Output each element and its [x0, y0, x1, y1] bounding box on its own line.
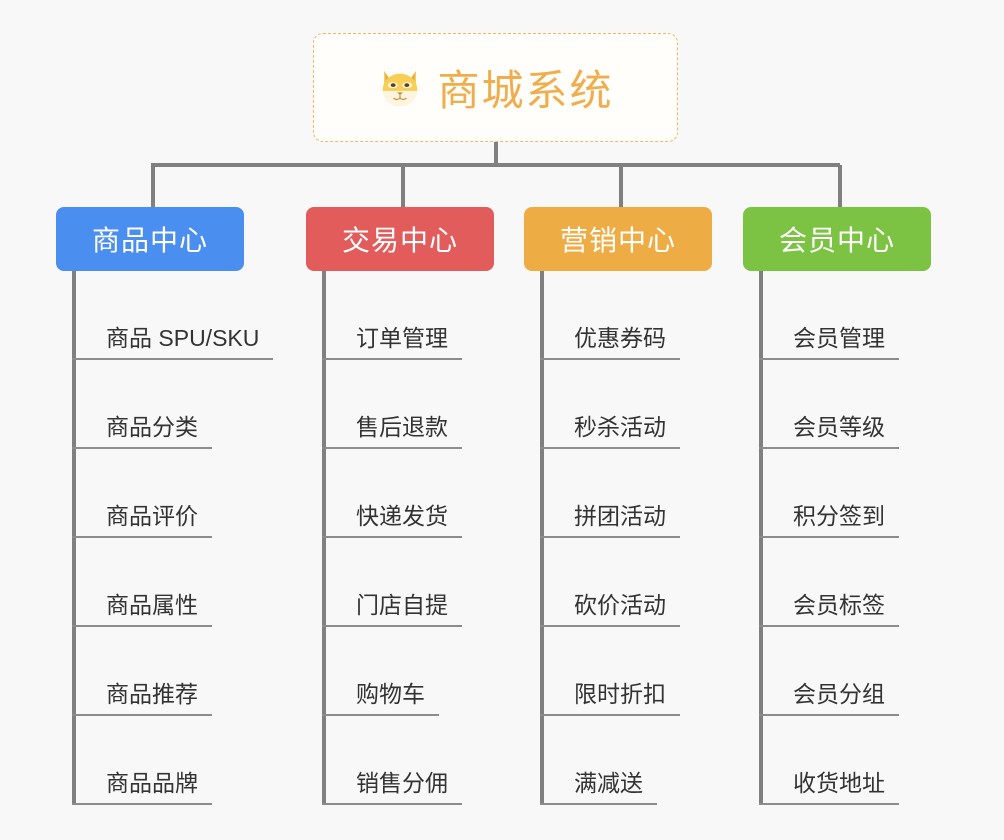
leaf-label: 快递发货 — [322, 502, 462, 538]
leaf-label: 商品品牌 — [72, 769, 212, 805]
branch-spine-connector — [322, 271, 326, 805]
list-item[interactable]: 订单管理 — [322, 271, 462, 360]
leaf-label: 会员管理 — [759, 324, 899, 360]
branch-spine-connector — [540, 271, 544, 805]
branch-header-3[interactable]: 会员中心 — [743, 207, 931, 271]
list-item[interactable]: 商品分类 — [72, 360, 273, 449]
list-item[interactable]: 会员标签 — [759, 538, 899, 627]
leaf-label: 优惠券码 — [540, 324, 680, 360]
leaf-list-0: 商品 SPU/SKU 商品分类 商品评价 商品属性 商品推荐 商品品牌 — [72, 271, 274, 805]
branch-drop-connector — [401, 165, 405, 207]
list-item[interactable]: 商品属性 — [72, 538, 273, 627]
leaf-label: 秒杀活动 — [540, 413, 680, 449]
branch-drop-connector — [151, 165, 155, 207]
shiba-dog-face-icon — [377, 65, 423, 111]
list-item[interactable]: 砍价活动 — [540, 538, 680, 627]
leaf-label: 限时折扣 — [540, 680, 680, 716]
list-item[interactable]: 销售分佣 — [322, 716, 462, 805]
list-item[interactable]: 商品推荐 — [72, 627, 273, 716]
root-title: 商城系统 — [437, 67, 614, 114]
branch-drop-connector — [619, 165, 623, 207]
list-item[interactable]: 拼团活动 — [540, 449, 680, 538]
leaf-list-2: 优惠券码 秒杀活动 拼团活动 砍价活动 限时折扣 满减送 — [540, 271, 680, 805]
leaf-label: 售后退款 — [322, 413, 462, 449]
list-item[interactable]: 积分签到 — [759, 449, 899, 538]
leaf-label: 会员分组 — [759, 680, 899, 716]
branch-bus-connector — [151, 163, 840, 167]
leaf-label: 商品评价 — [72, 502, 212, 538]
list-item[interactable]: 会员管理 — [759, 271, 899, 360]
leaf-label: 商品 SPU/SKU — [72, 324, 274, 360]
list-item[interactable]: 会员分组 — [759, 627, 899, 716]
leaf-label: 商品属性 — [72, 591, 212, 627]
branch-spine-connector — [759, 271, 763, 805]
list-item[interactable]: 会员等级 — [759, 360, 899, 449]
leaf-label: 订单管理 — [322, 324, 462, 360]
root-stem-connector — [494, 142, 498, 165]
leaf-label: 会员标签 — [759, 591, 899, 627]
list-item[interactable]: 秒杀活动 — [540, 360, 680, 449]
list-item[interactable]: 购物车 — [322, 627, 462, 716]
branch-header-0[interactable]: 商品中心 — [56, 207, 244, 271]
leaf-label: 商品分类 — [72, 413, 212, 449]
leaf-label: 会员等级 — [759, 413, 899, 449]
leaf-label: 销售分佣 — [322, 769, 462, 805]
list-item[interactable]: 限时折扣 — [540, 627, 680, 716]
list-item[interactable]: 售后退款 — [322, 360, 462, 449]
leaf-list-1: 订单管理 售后退款 快递发货 门店自提 购物车 销售分佣 — [322, 271, 462, 805]
list-item[interactable]: 优惠券码 — [540, 271, 680, 360]
list-item[interactable]: 商品品牌 — [72, 716, 273, 805]
leaf-label: 砍价活动 — [540, 591, 680, 627]
leaf-list-3: 会员管理 会员等级 积分签到 会员标签 会员分组 收货地址 — [759, 271, 899, 805]
branch-spine-connector — [72, 271, 76, 805]
list-item[interactable]: 商品 SPU/SKU — [72, 271, 274, 360]
branch-header-1[interactable]: 交易中心 — [306, 207, 494, 271]
list-item[interactable]: 商品评价 — [72, 449, 273, 538]
leaf-label: 商品推荐 — [72, 680, 212, 716]
list-item[interactable]: 门店自提 — [322, 538, 462, 627]
leaf-label: 积分签到 — [759, 502, 899, 538]
leaf-label: 购物车 — [322, 680, 439, 716]
root-node[interactable]: 商城系统 — [313, 33, 678, 142]
leaf-label: 门店自提 — [322, 591, 462, 627]
list-item[interactable]: 收货地址 — [759, 716, 899, 805]
leaf-label: 满减送 — [540, 769, 657, 805]
list-item[interactable]: 快递发货 — [322, 449, 462, 538]
branch-drop-connector — [838, 165, 842, 207]
branch-header-2[interactable]: 营销中心 — [524, 207, 712, 271]
list-item[interactable]: 满减送 — [540, 716, 680, 805]
leaf-label: 拼团活动 — [540, 502, 680, 538]
leaf-label: 收货地址 — [759, 769, 899, 805]
